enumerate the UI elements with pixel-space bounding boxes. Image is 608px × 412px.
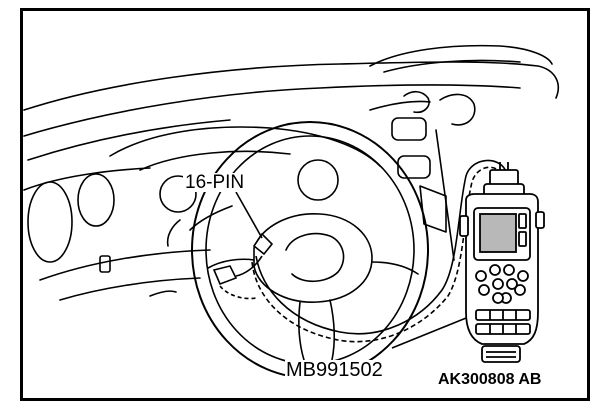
dashboard-drawing <box>23 44 560 379</box>
figure-frame <box>20 8 590 401</box>
connector-leader-line <box>235 191 263 239</box>
connector-label: 16-PIN <box>183 172 247 193</box>
figure-id-label: AK300808 AB <box>438 371 542 388</box>
tool-label: MB991502 <box>285 359 384 381</box>
scan-tool <box>459 162 545 363</box>
connector-drawing <box>212 232 274 300</box>
